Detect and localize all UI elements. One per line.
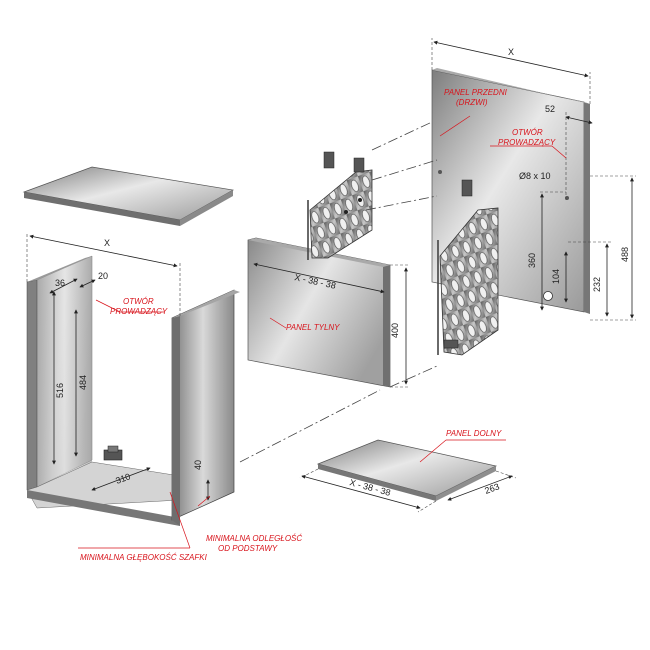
top-panel xyxy=(22,166,235,226)
dim-104: 104 xyxy=(551,269,561,284)
dim-20: 20 xyxy=(98,271,108,281)
dim-310: 310 xyxy=(114,471,132,486)
label-min-distance-2: OD PODSTAWY xyxy=(218,544,278,553)
label-guide-hole-left-2: PROWADZĄCY xyxy=(110,307,168,316)
dim-36: 36 xyxy=(55,278,65,288)
label-front-panel-2: (DRZWI) xyxy=(456,98,488,107)
dimension-lines xyxy=(26,38,636,513)
basket-rack-upper xyxy=(307,151,373,260)
dim-360: 360 xyxy=(527,253,537,268)
dim-484: 484 xyxy=(78,375,88,390)
back-panel xyxy=(247,237,391,388)
dim-cabinet-width: X xyxy=(104,238,110,248)
label-guide-hole-right-2: PROWADZĄCY xyxy=(498,138,556,147)
dim-52: 52 xyxy=(545,104,555,114)
dim-bottom-depth: 263 xyxy=(483,481,501,496)
label-guide-hole-left-1: OTWÓR xyxy=(123,297,154,306)
label-min-distance-1: MINIMALNA ODLEGŁOŚĆ xyxy=(206,534,302,543)
dim-back-height: 400 xyxy=(390,323,400,338)
assembly-guide-lines xyxy=(239,121,438,463)
dim-front-width: X xyxy=(508,47,514,57)
label-back-panel: PANEL TYLNY xyxy=(286,323,340,332)
dim-hole-size: Ø8 x 10 xyxy=(519,171,551,181)
label-min-depth: MINIMALNA GŁĘBOKOŚĆ SZAFKI xyxy=(80,553,208,562)
label-guide-hole-right-1: OTWÓR xyxy=(512,128,543,137)
basket-rack-door xyxy=(437,179,499,356)
label-leaders xyxy=(78,115,567,549)
dim-516: 516 xyxy=(55,383,65,398)
dim-488: 488 xyxy=(620,247,630,262)
label-front-panel-1: PANEL PRZEDNI xyxy=(444,88,508,97)
dim-40: 40 xyxy=(193,460,203,470)
label-bottom-panel: PANEL DOLNY xyxy=(446,429,502,438)
dim-232: 232 xyxy=(592,277,602,292)
callout-labels: OTWÓR PROWADZĄCY PANEL PRZEDNI (DRZWI) O… xyxy=(80,88,556,562)
